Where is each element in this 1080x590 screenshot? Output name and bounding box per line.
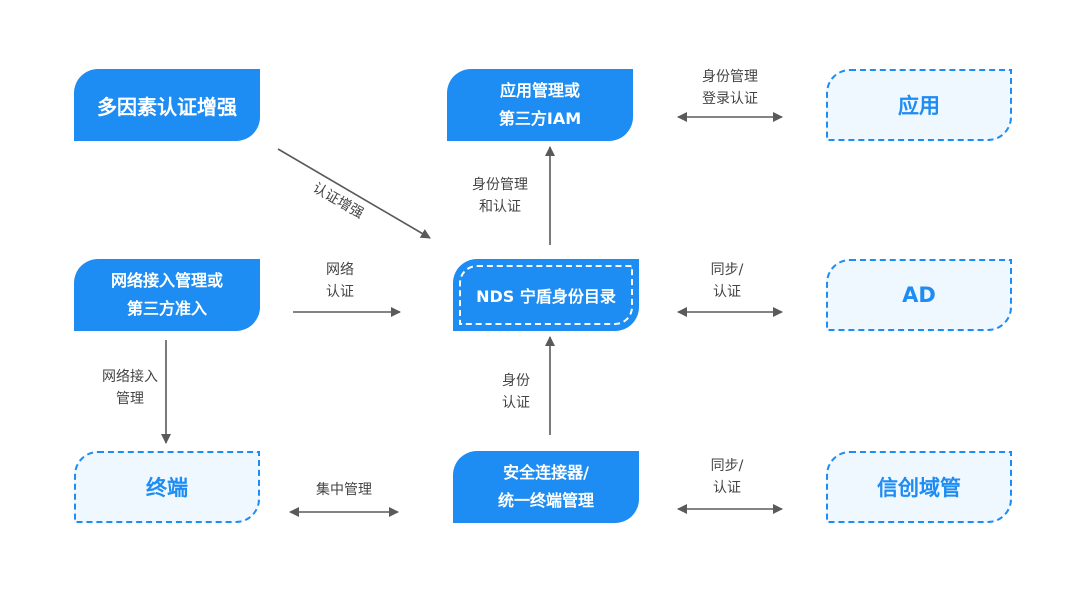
- node-app-label: 应用: [898, 94, 940, 118]
- edge-label-app-mgmt-app: 身份管理 登录认证: [690, 66, 770, 110]
- node-nds-label: NDS 宁盾身份目录: [476, 287, 616, 306]
- node-nds: NDS 宁盾身份目录: [453, 259, 639, 331]
- edge-label-line: 网络: [326, 262, 354, 278]
- node-mfa-label: 多因素认证增强: [97, 94, 237, 119]
- node-connector-line1: 安全连接器/: [503, 463, 589, 482]
- arrow-mfa-nds: [277, 148, 431, 239]
- edge-label-line: 身份: [502, 373, 530, 389]
- edge-label-line: 同步/: [710, 458, 744, 474]
- edge-label-line: 网络接入: [102, 369, 158, 385]
- edge-label-connector-nds: 身份 认证: [476, 370, 556, 414]
- edge-label-nds-app-mgmt: 身份管理 和认证: [460, 174, 540, 218]
- node-app-mgmt-line2: 第三方IAM: [498, 109, 582, 128]
- node-nac: 网络接入管理或 第三方准入: [74, 259, 260, 331]
- edge-label-line: 身份管理: [472, 177, 528, 193]
- node-ad-label: AD: [902, 283, 936, 307]
- node-nds-inner-border: NDS 宁盾身份目录: [459, 265, 633, 325]
- edge-label-line: 认证: [326, 284, 354, 300]
- node-ad: AD: [826, 259, 1012, 331]
- node-nac-line1: 网络接入管理或: [110, 271, 223, 290]
- node-xinchuang-label: 信创域管: [877, 476, 961, 500]
- node-app-mgmt-line1: 应用管理或: [499, 81, 580, 100]
- edge-label-nds-ad: 同步/ 认证: [687, 259, 767, 303]
- node-connector-line2: 统一终端管理: [497, 491, 594, 510]
- edge-label-nac-nds: 网络 认证: [300, 259, 380, 303]
- edge-label-connector-xinchuang: 同步/ 认证: [687, 455, 767, 499]
- node-terminal-label: 终端: [146, 476, 188, 500]
- node-terminal: 终端: [74, 451, 260, 523]
- edge-label-line: 认证: [713, 284, 741, 300]
- node-connector: 安全连接器/ 统一终端管理: [453, 451, 639, 523]
- edge-label-line: 身份管理: [702, 69, 758, 85]
- edge-label-line: 和认证: [479, 199, 521, 215]
- edge-label-line: 同步/: [710, 262, 744, 278]
- edge-label-nac-terminal: 网络接入 管理: [90, 366, 170, 410]
- edge-label-line: 登录认证: [702, 91, 758, 107]
- node-xinchuang: 信创域管: [826, 451, 1012, 523]
- edge-label-line: 认证: [713, 480, 741, 496]
- node-app: 应用: [826, 69, 1012, 141]
- edge-label-terminal-connector: 集中管理: [316, 482, 372, 498]
- edge-label-line: 认证: [502, 395, 530, 411]
- node-app-mgmt: 应用管理或 第三方IAM: [447, 69, 633, 141]
- edge-label-line: 管理: [116, 391, 144, 407]
- node-mfa: 多因素认证增强: [74, 69, 260, 141]
- node-nac-line2: 第三方准入: [126, 299, 207, 318]
